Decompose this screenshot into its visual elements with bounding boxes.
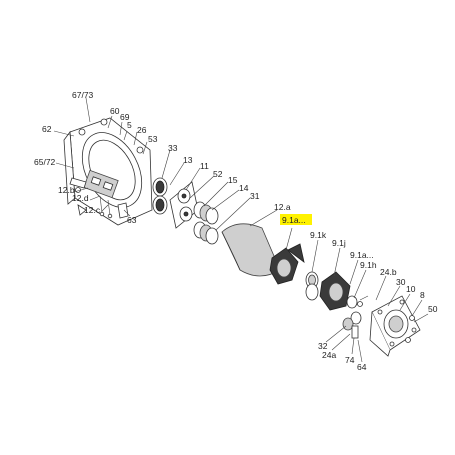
bearing-sets[interactable] (193, 201, 219, 245)
label-62: 62 (42, 124, 52, 134)
seal-ring-33[interactable] (152, 177, 168, 215)
label-12d: 12.d (72, 193, 89, 203)
label-9-1h: 9.1h (360, 260, 377, 270)
part-labels: 67/73 60 69 5 62 26 53 33 65/72 13 11 52… (34, 90, 438, 372)
label-5: 5 (127, 120, 132, 130)
label-9-1j: 9.1j (332, 238, 346, 248)
ring-9-1k[interactable] (305, 271, 319, 301)
label-53: 53 (148, 134, 158, 144)
label-9-1k: 9.1k (310, 230, 327, 240)
sleeve-12a[interactable] (221, 223, 281, 277)
label-15: 15 (228, 175, 238, 185)
label-63: 63 (127, 215, 137, 225)
label-8: 8 (420, 290, 425, 300)
label-52: 52 (213, 169, 223, 179)
label-24b: 24.b (380, 267, 397, 277)
rotor-9-1a[interactable] (269, 243, 305, 285)
housing-screws[interactable] (99, 195, 113, 219)
label-12b: 12.b (58, 185, 75, 195)
label-11: 11 (200, 161, 209, 171)
label-14: 14 (239, 183, 249, 193)
label-65-72: 65/72 (34, 157, 56, 167)
label-31: 31 (250, 191, 260, 201)
label-12a: 12.a (274, 202, 291, 212)
label-10: 10 (406, 284, 416, 294)
rotor-9-1j[interactable] (319, 271, 351, 311)
label-50: 50 (428, 304, 438, 314)
leader-lines (53, 97, 429, 363)
label-13: 13 (183, 155, 193, 165)
label-67-73: 67/73 (72, 90, 94, 100)
label-30: 30 (396, 277, 406, 287)
label-9-1a: 9.1a... (350, 250, 374, 260)
bearing-plate[interactable] (169, 181, 199, 229)
label-32: 32 (318, 341, 328, 351)
pump-housing[interactable] (63, 117, 154, 226)
label-64: 64 (357, 362, 367, 372)
label-60: 60 (110, 106, 120, 116)
label-12c: 12.c (84, 205, 101, 215)
label-69: 69 (120, 112, 130, 122)
label-26: 26 (137, 125, 147, 135)
front-cover[interactable] (369, 295, 421, 357)
label-74: 74 (345, 355, 355, 365)
highlight-marker (280, 214, 312, 225)
small-fittings[interactable] (342, 295, 369, 339)
label-33: 33 (168, 143, 178, 153)
label-24a: 24a (322, 350, 336, 360)
label-9-1a-highlighted: 9.1a... (282, 215, 306, 225)
